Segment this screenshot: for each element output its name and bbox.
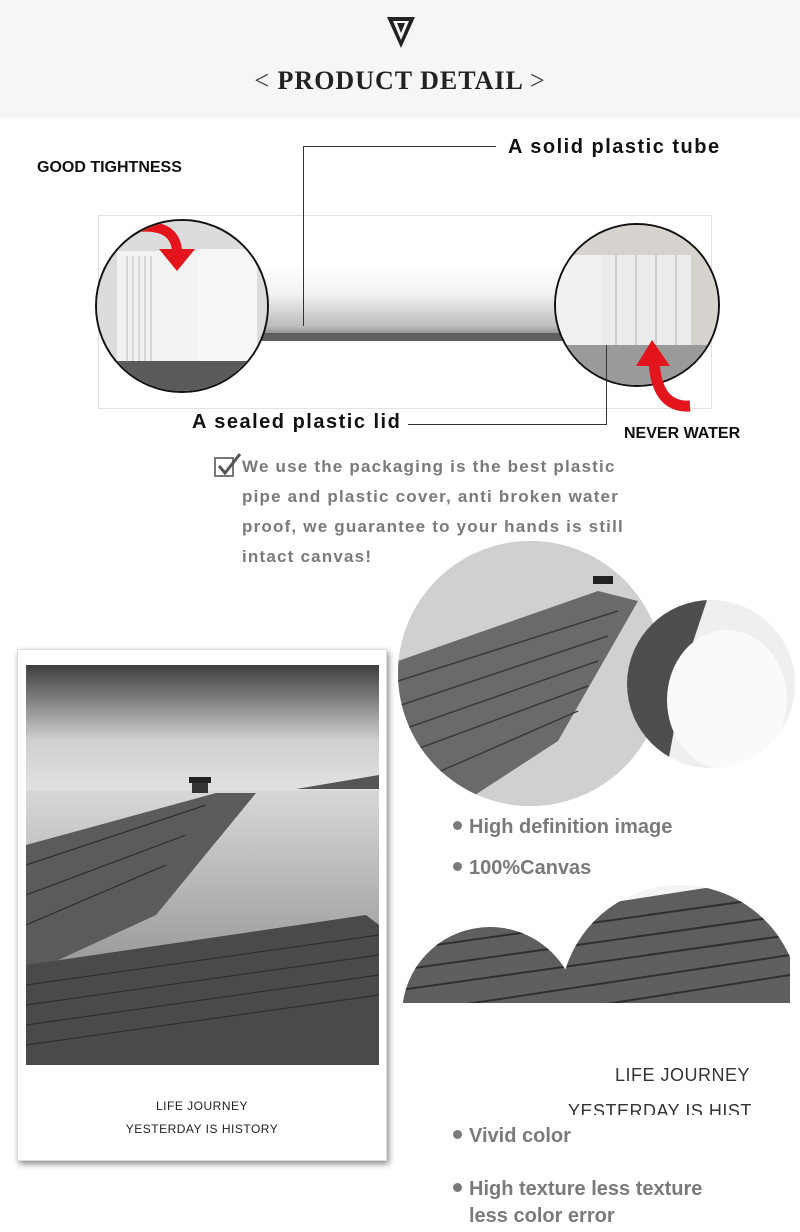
canvas-poster: LIFE JOURNEY YESTERDAY IS HISTORY bbox=[17, 649, 387, 1161]
label-never-water: NEVER WATER bbox=[624, 425, 741, 442]
seal-closeup-circle bbox=[556, 225, 718, 385]
page-title: < PRODUCT DETAIL > bbox=[254, 66, 546, 95]
pier-photo bbox=[26, 665, 379, 1065]
feature-item: 100%Canvas bbox=[453, 857, 591, 880]
callout-line-lid-horizontal bbox=[408, 424, 606, 425]
lid-closeup-image bbox=[97, 221, 267, 391]
checkbox-check-icon bbox=[214, 453, 242, 477]
label-sealed-lid: A sealed plastic lid bbox=[192, 411, 402, 433]
feature-item-continuation: less color error bbox=[469, 1205, 615, 1227]
red-arrow-icon bbox=[636, 340, 691, 412]
zoom-caption-line1: LIFE JOURNEY bbox=[615, 1065, 751, 1085]
bullet-dot-icon bbox=[453, 862, 462, 872]
bullet-dot-icon bbox=[453, 1130, 462, 1140]
callout-line-tube-vertical bbox=[303, 146, 304, 326]
poster-caption-line2: YESTERDAY IS HISTORY bbox=[125, 1122, 279, 1136]
texture-detail-image bbox=[400, 885, 790, 1115]
feature-item: High texture less texture bbox=[453, 1178, 702, 1201]
pier-detail-image bbox=[398, 541, 663, 806]
label-solid-tube: A solid plastic tube bbox=[508, 136, 721, 158]
water-detail-image bbox=[627, 600, 795, 768]
lid-closeup-circle bbox=[97, 221, 267, 391]
zoom-caption-line2: YESTERDAY IS HIST bbox=[568, 1101, 752, 1115]
bullet-dot-icon bbox=[453, 1183, 462, 1193]
poster-caption-line1: LIFE JOURNEY bbox=[155, 1099, 248, 1113]
packaging-description: We use the packaging is the best plastic… bbox=[242, 457, 624, 566]
label-good-tightness: GOOD TIGHTNESS bbox=[37, 159, 182, 176]
detail-circle-pier bbox=[398, 541, 663, 806]
callout-line-tube-horizontal bbox=[303, 146, 496, 147]
plastic-tube-image bbox=[248, 265, 568, 341]
seal-closeup-image bbox=[556, 225, 718, 385]
callout-line-lid-vertical bbox=[606, 345, 607, 425]
detail-zoom-texture: LIFE JOURNEY YESTERDAY IS HIST bbox=[400, 875, 790, 1115]
feature-item: Vivid color bbox=[453, 1125, 571, 1148]
bullet-dot-icon bbox=[453, 821, 462, 831]
v-shield-icon bbox=[387, 17, 415, 48]
feature-item: High definition image bbox=[453, 816, 672, 839]
detail-circle-water bbox=[627, 600, 795, 768]
